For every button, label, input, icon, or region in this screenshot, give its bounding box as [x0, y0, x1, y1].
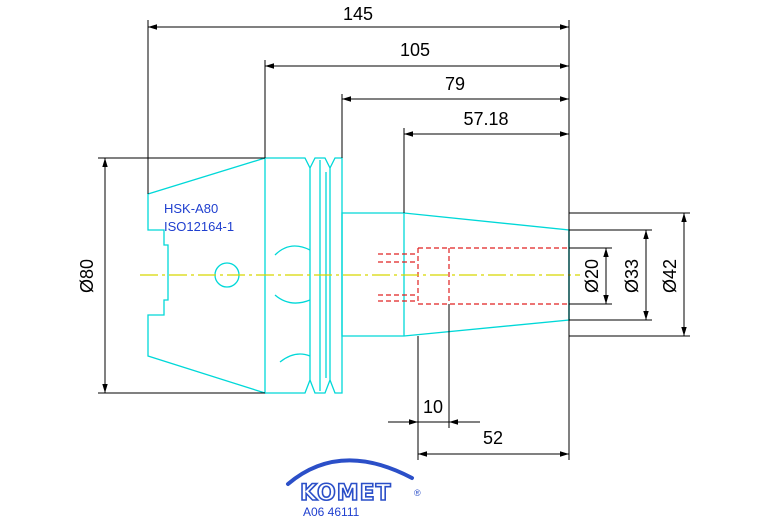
dim-length-79: 79 [445, 74, 465, 94]
dim-dia-33: Ø33 [622, 259, 642, 293]
dim-overall-length: 145 [343, 4, 373, 24]
logo-registered-mark: ® [414, 488, 421, 498]
part-number: A06 46111 [303, 505, 360, 519]
dim-dia-80: Ø80 [77, 259, 97, 293]
spec-standard: ISO12164-1 [164, 219, 234, 234]
dim-length-52: 52 [483, 428, 503, 448]
dimension-lines [98, 20, 690, 460]
dim-length-105: 105 [400, 40, 430, 60]
dim-length-57-18: 57.18 [463, 109, 508, 129]
komet-logo: KOMET ® [286, 458, 421, 507]
logo-wordmark: KOMET [300, 481, 392, 506]
hidden-bore [378, 247, 569, 305]
spec-interface: HSK-A80 [164, 201, 218, 216]
dim-dia-20: Ø20 [582, 259, 602, 293]
dim-length-10: 10 [423, 397, 443, 417]
dim-dia-42: Ø42 [660, 259, 680, 293]
logo-arc [286, 458, 414, 486]
